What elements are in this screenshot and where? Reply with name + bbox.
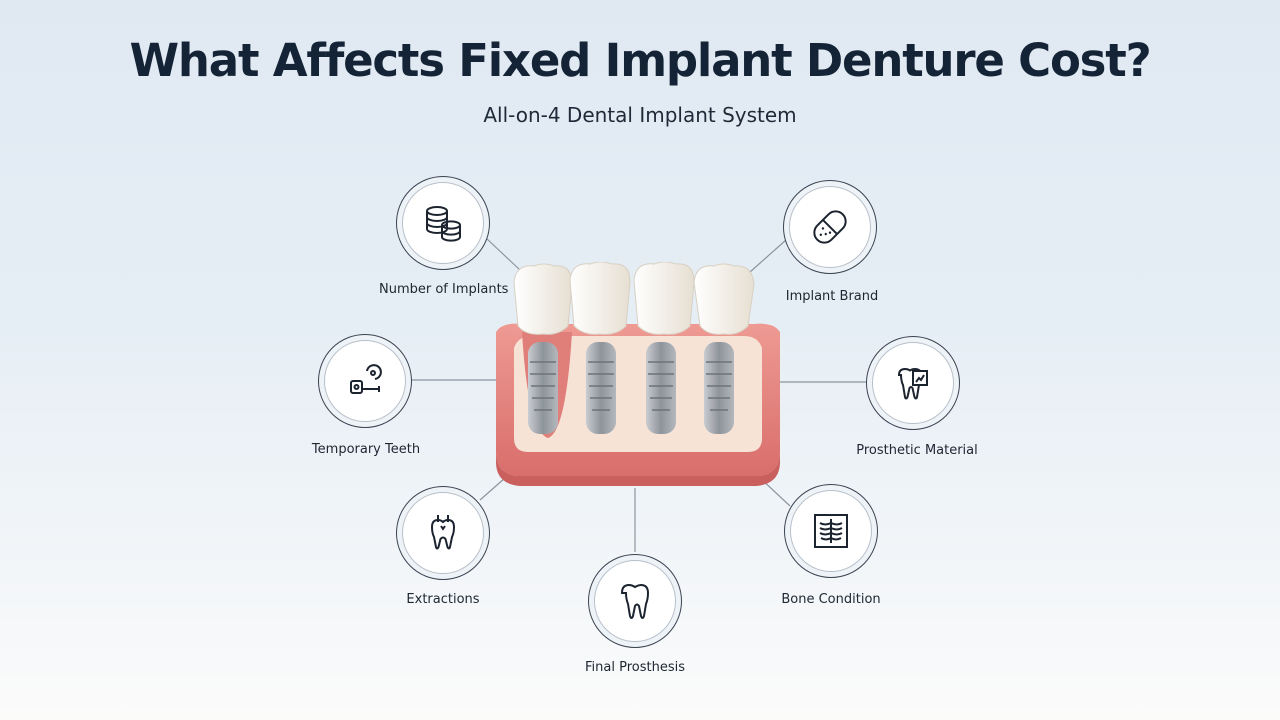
factor-label: Number of Implants [379,282,509,297]
connector-number-of-implants [485,237,521,271]
factor-label: Prosthetic Material [856,443,978,458]
factor-label: Temporary Teeth [311,442,421,457]
factor-circle-implant-brand [783,180,877,274]
tooth-extraction-icon [430,515,456,550]
factor-label: Bone Condition [781,592,881,607]
implant-model [488,261,788,496]
factor-circle-prosthetic-material [866,336,960,430]
page-title: What Affects Fixed Implant Denture Cost? [129,34,1152,87]
crowns [513,261,755,335]
implant-posts [528,342,734,434]
page-subtitle: All-on-4 Dental Implant System [483,103,797,127]
factor-label: Final Prosthesis [585,660,685,675]
factor-circle-final-prosthesis [588,554,682,648]
factor-circle-temporary-teeth [318,334,412,428]
factor-label: Extractions [406,592,480,607]
connector-implant-brand [749,239,787,273]
factor-circle-number-of-implants [396,176,490,270]
implant-capsule-icon [813,210,847,244]
xray-icon [814,514,848,548]
tooth-material-icon [897,367,928,400]
factor-circle-bone-condition [784,484,878,578]
coins-stack-icon [426,206,461,242]
factor-label: Implant Brand [785,289,879,304]
tooth-icon [620,583,650,619]
factor-circle-extractions [396,486,490,580]
dental-tool-icon [350,364,382,394]
connector-extractions [479,477,506,501]
